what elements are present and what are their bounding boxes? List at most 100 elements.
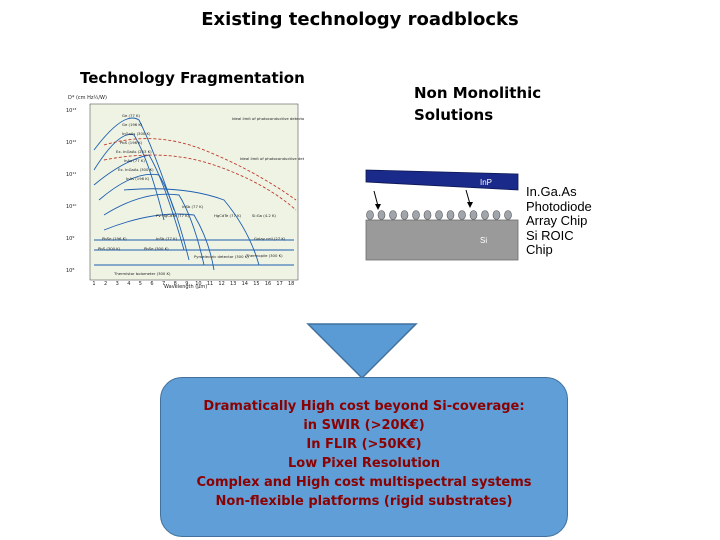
non-monolithic-line-2: Solutions (414, 106, 494, 124)
inp-layer-label: InP (480, 178, 492, 187)
chart-curve-label: Thermopile (300 K) (245, 253, 283, 258)
chart-x-tick: 10 (195, 281, 201, 287)
callout-line: Complex and High cost multispectral syst… (196, 475, 532, 490)
chart-x-tick: 9 (185, 281, 188, 287)
chart-curve-label: Golay cell (27 K) (254, 236, 286, 241)
chart-y-tick: 10¹¹ (66, 172, 76, 178)
chart-curve-label: Thermistor bolometer (300 K) (113, 271, 171, 276)
non-monolithic-label: Non Monolithic Solutions (414, 82, 574, 126)
chip-description-line: Photodiode (526, 198, 592, 214)
chart-curve-label: PV HgCdTe (77 K) (156, 213, 190, 218)
chart-curve-label: InGaAs (300 K) (122, 131, 151, 136)
chart-curve-label: PbSe (196 K) (102, 236, 127, 241)
chart-x-tick: 8 (174, 281, 177, 287)
chart-x-tick: 7 (162, 281, 165, 287)
chip-description-line: Array Chip (526, 213, 588, 229)
si-substrate-label: Si (480, 236, 487, 245)
chart-curve-label: PbSe (300 K) (144, 246, 169, 251)
indium-bump (458, 210, 466, 220)
chart-curve (93, 117, 175, 211)
chip-description-line: Si ROIC (526, 227, 574, 243)
chart-x-tick: 11 (207, 281, 213, 287)
chart-x-tick: 17 (276, 281, 282, 287)
right-pointer-arrow (465, 189, 471, 205)
chart-y-axis-label: D* (cm Hz½/W) (68, 94, 107, 101)
inp-layer (365, 169, 519, 191)
chart-x-axis-label: Wavelength (µm) (164, 284, 207, 290)
chart-curve (103, 154, 297, 211)
chart-y-tick: 10¹³ (66, 108, 76, 114)
chart-curve (98, 173, 190, 261)
chart-curve (103, 213, 215, 271)
chart-x-tick: 12 (218, 281, 224, 287)
callout-line: Non-flexible platforms (rigid substrates… (215, 494, 513, 509)
chart-x-tick: 16 (265, 281, 271, 287)
indium-bumps (366, 210, 512, 220)
chart-x-tick: 6 (150, 281, 153, 287)
indium-bump (435, 210, 443, 220)
chart-curve (103, 138, 297, 201)
chart-x-tick: 5 (139, 281, 142, 287)
chart-curve-label: Ge (77 K) (122, 113, 140, 118)
callout-text: Dramatically High cost beyond Si-coverag… (160, 397, 568, 511)
callout-box (160, 377, 568, 537)
indium-bump (423, 210, 432, 220)
chart-curve (93, 134, 165, 221)
chart-x-tick: 1 (92, 281, 95, 287)
indium-bump (377, 210, 386, 220)
chart-curve (93, 154, 185, 251)
chip-description-line: Chip (526, 242, 553, 258)
chart-x-tick: 2 (104, 281, 107, 287)
chart-curve-labels: Ge (77 K) Ge (196 K) InGaAs (300 K) PbS (19… (98, 113, 304, 276)
indium-bump (412, 210, 420, 220)
slide-title: Existing technology roadblocks (201, 9, 519, 30)
chart-curve-label: Pyroelectric detector (300 K) (194, 254, 249, 259)
chart-x-tick: 3 (116, 281, 119, 287)
right-pointer-arrow-head (467, 202, 473, 208)
left-pointer-arrow-head (375, 204, 381, 210)
chart-y-tick: 10¹⁰ (66, 204, 76, 210)
chart-x-tick: 14 (242, 281, 248, 287)
chart-curve-label: PbS (300 K) (98, 246, 121, 251)
chart-curve-label: Si:Ga (4.2 K) (252, 213, 276, 218)
callout-line: in SWIR (>20K€) (303, 418, 425, 433)
chart-y-tick: 10⁹ (66, 236, 74, 242)
chart-curves (93, 117, 297, 271)
callout-line: In FLIR (>50K€) (306, 437, 422, 452)
left-pointer-arrow (373, 190, 379, 207)
chart-y-ticks: 10¹³ 10¹² 10¹¹ 10¹⁰ 10⁹ 10⁸ (66, 108, 76, 274)
chart-curve-label: InSb (77 K) (156, 236, 178, 241)
chart-curve-label: InSb (77 K) (182, 204, 204, 209)
chart-curve-label: Ex. InGaAs (253 K) (116, 149, 152, 154)
indium-bump (389, 210, 397, 220)
chart-curve-label: Ex. InGaAs (300 K) (118, 167, 154, 172)
chart-curve-label: HgCdTe (77 K) (214, 213, 242, 218)
non-monolithic-line-1: Non Monolithic (414, 84, 542, 102)
chart-curve-label: InAs (196 K) (126, 176, 150, 181)
chart-y-tick: 10⁸ (66, 268, 74, 274)
chart-y-tick: 10¹² (66, 140, 76, 146)
indium-bump (492, 210, 501, 220)
down-arrow (306, 323, 418, 380)
indium-bump (446, 210, 455, 220)
indium-bump (504, 210, 512, 220)
chart-curve-label: Ideal limit of photoconductive detector … (232, 116, 304, 121)
chart-curve-label: InAs (77 K) (124, 158, 145, 163)
chart-curve-label: Ge (196 K) (122, 122, 143, 127)
indium-bump (469, 210, 478, 220)
si-substrate (365, 219, 519, 261)
chart-x-tick: 13 (230, 281, 236, 287)
chart-x-tick: 18 (288, 281, 294, 287)
callout-line: Dramatically High cost beyond Si-coverag… (203, 399, 525, 414)
chart-curve-label: Ideal limit of photoconductive detector … (240, 156, 304, 161)
chip-description: In.Ga.As Photodiode Array Chip Si ROIC C… (526, 184, 626, 258)
indium-bump (400, 210, 409, 220)
hybrid-chip-diagram: InP Si (365, 169, 519, 261)
indium-bump (366, 210, 374, 220)
callout-line: Low Pixel Resolution (288, 456, 440, 471)
indium-bump (481, 210, 489, 220)
chart-curve-label: PbS (196 K) (120, 140, 143, 145)
chart-x-tick: 4 (127, 281, 130, 287)
